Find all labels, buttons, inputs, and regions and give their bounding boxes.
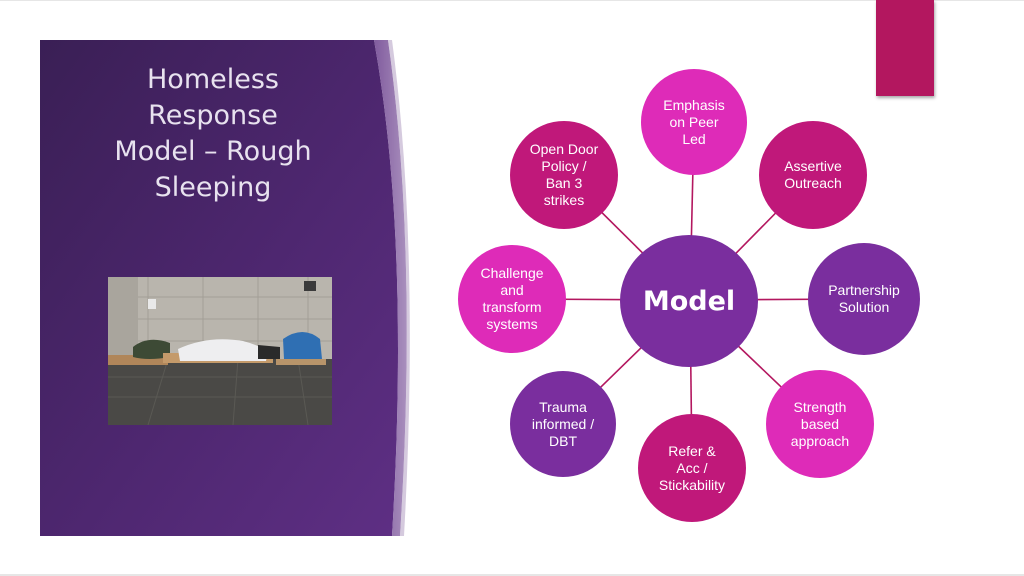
node-center-model: Model — [620, 235, 758, 367]
node-label: Trauma informed / DBT — [531, 398, 595, 449]
bottom-border — [0, 574, 1024, 576]
node-partnership-solution: Partnership Solution — [808, 243, 920, 355]
node-trauma-informed-dbt: Trauma informed / DBT — [510, 371, 616, 477]
rough-sleeping-photo — [108, 277, 332, 425]
node-assertive-outreach: Assertive Outreach — [759, 121, 867, 229]
node-label: Strength based approach — [790, 398, 850, 449]
top-border — [0, 0, 1024, 1]
node-strength-based-approach: Strength based approach — [766, 370, 874, 478]
center-label: Model — [642, 285, 736, 317]
node-label: Assertive Outreach — [784, 158, 842, 191]
node-label: Refer & Acc / Stickability — [658, 442, 726, 493]
node-label: Challenge and transform systems — [480, 265, 544, 332]
slide-title: Homeless Response Model – Rough Sleeping — [114, 64, 312, 203]
node-label: Partnership Solution — [828, 282, 900, 315]
node-challenge-transform-systems: Challenge and transform systems — [458, 245, 566, 353]
node-refer-acc-stickability: Refer & Acc / Stickability — [638, 414, 746, 522]
node-label: Open Door Policy / Ban 3 strikes — [529, 141, 599, 208]
node-open-door-policy: Open Door Policy / Ban 3 strikes — [510, 121, 618, 229]
node-emphasis-peer-led: Emphasis on Peer Led — [641, 69, 747, 175]
node-label: Emphasis on Peer Led — [663, 96, 725, 147]
accent-tab — [876, 0, 934, 96]
